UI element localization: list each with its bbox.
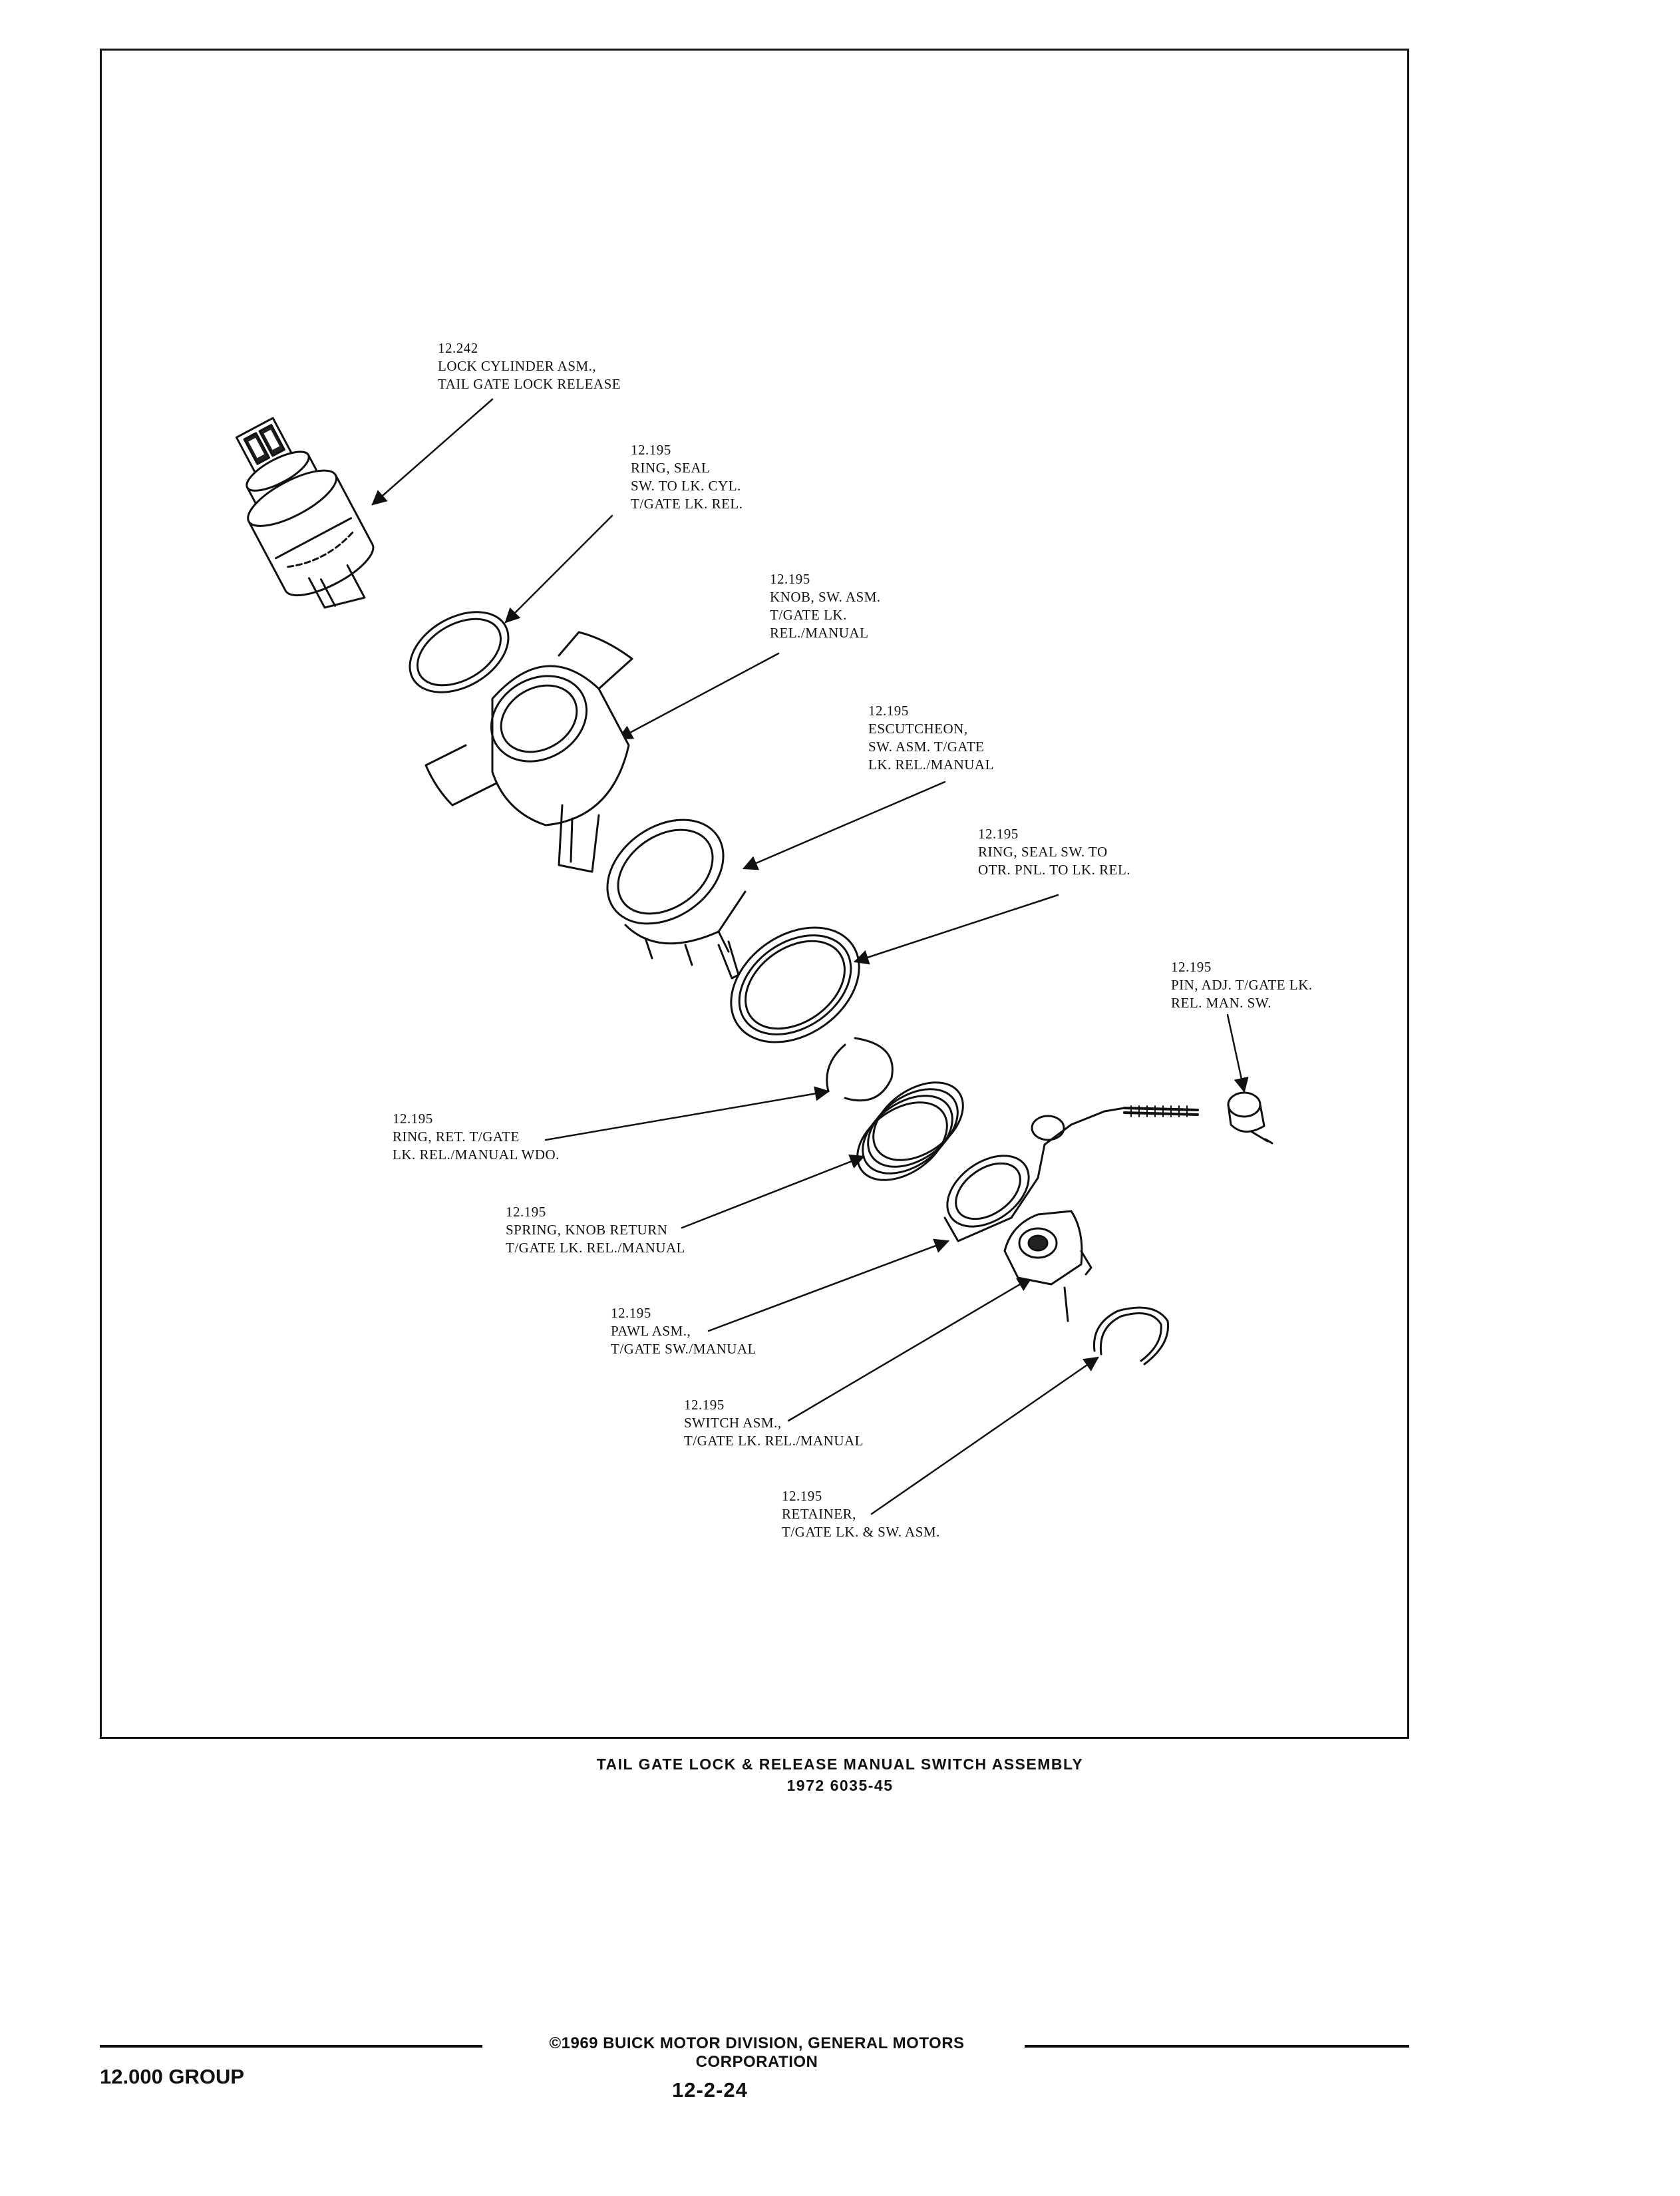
callout-line: LK. REL./MANUAL WDO. [393, 1147, 560, 1163]
callout-seal-ring-cylinder: 12.195 RING, SEAL SW. TO LK. CYL. T/GATE… [631, 441, 743, 513]
callout-line: SW. TO LK. CYL. [631, 478, 741, 494]
callout-number: 12.242 [438, 340, 478, 356]
callout-line: ESCUTCHEON, [868, 721, 968, 737]
callout-line: RING, RET. T/GATE [393, 1129, 520, 1145]
callout-number: 12.195 [631, 442, 671, 458]
callout-lock-cylinder: 12.242 LOCK CYLINDER ASM., TAIL GATE LOC… [438, 339, 621, 393]
leader-lock-cylinder [371, 398, 494, 506]
callout-pawl: 12.195 PAWL ASM., T/GATE SW./MANUAL [611, 1304, 756, 1358]
callout-number: 12.195 [506, 1204, 546, 1220]
callout-number: 12.195 [393, 1111, 433, 1127]
callout-line: PIN, ADJ. T/GATE LK. [1171, 977, 1313, 993]
footer-rule-left [100, 2045, 482, 2048]
callout-number: 12.195 [1171, 959, 1212, 975]
callout-adjusting-pin: 12.195 PIN, ADJ. T/GATE LK. REL. MAN. SW… [1171, 958, 1313, 1012]
leader-retainer [870, 1356, 1099, 1515]
callout-number: 12.195 [770, 571, 810, 587]
leader-seal-ring-panel [853, 894, 1059, 965]
footer-rule-right [1025, 2045, 1409, 2048]
callout-escutcheon: 12.195 ESCUTCHEON, SW. ASM. T/GATE LK. R… [868, 702, 994, 774]
leader-knob [617, 652, 780, 740]
callout-line: KNOB, SW. ASM. [770, 589, 881, 605]
callout-line: RETAINER, [782, 1506, 856, 1522]
retaining-ring-part [826, 1037, 894, 1102]
callout-seal-ring-panel: 12.195 RING, SEAL SW. TO OTR. PNL. TO LK… [978, 825, 1130, 879]
lock-cylinder-part [235, 417, 375, 609]
callout-line: T/GATE LK. REL. [631, 496, 743, 512]
pawl-part [943, 1105, 1199, 1242]
knob-return-spring-part [856, 1081, 964, 1181]
switch-part [1003, 1210, 1092, 1322]
seal-ring-cylinder-part [409, 611, 510, 693]
callout-line: REL. MAN. SW. [1171, 995, 1271, 1011]
callout-knob: 12.195 KNOB, SW. ASM. T/GATE LK. REL./MA… [770, 570, 881, 642]
callout-line: T/GATE SW./MANUAL [611, 1341, 756, 1357]
callout-line: T/GATE LK. & SW. ASM. [782, 1524, 940, 1540]
callout-number: 12.195 [782, 1488, 822, 1504]
callout-line: SWITCH ASM., [684, 1415, 782, 1431]
callout-number: 12.195 [684, 1397, 725, 1413]
callout-retainer: 12.195 RETAINER, T/GATE LK. & SW. ASM. [782, 1487, 940, 1541]
callout-line: PAWL ASM., [611, 1323, 691, 1339]
callout-line: SPRING, KNOB RETURN [506, 1222, 668, 1238]
callout-line: T/GATE LK. [770, 607, 847, 623]
callout-line: LK. REL./MANUAL [868, 757, 994, 773]
adjusting-pin-part [1227, 1091, 1273, 1145]
seal-ring-panel-part [730, 926, 860, 1043]
knob-part [424, 631, 633, 873]
callout-number: 12.195 [978, 826, 1019, 842]
group-label: 12.000 GROUP [100, 2065, 245, 2088]
page-number: 12-2-24 [672, 2078, 748, 2102]
callout-line: OTR. PNL. TO LK. REL. [978, 862, 1131, 878]
callout-line: TAIL GATE LOCK RELEASE [438, 376, 621, 392]
callout-line: T/GATE LK. REL./MANUAL [684, 1433, 864, 1449]
leader-switch [787, 1276, 1033, 1422]
leader-lines [371, 398, 1249, 1515]
leader-knob-return-spring [681, 1154, 866, 1229]
callout-number: 12.195 [611, 1305, 651, 1321]
callout-number: 12.195 [868, 703, 909, 719]
escutcheon-part [606, 819, 747, 980]
leader-seal-ring-cylinder [504, 514, 613, 624]
callout-line: RING, SEAL SW. TO [978, 844, 1108, 860]
callout-line: LOCK CYLINDER ASM., [438, 358, 597, 374]
diagram-frame [100, 49, 1409, 1739]
leader-escutcheon [742, 781, 946, 870]
leader-retaining-ring [544, 1086, 830, 1141]
callout-line: SW. ASM. T/GATE [868, 739, 985, 755]
figure-subtitle: 1972 6035-45 [786, 1777, 894, 1794]
retainer-part [1092, 1306, 1170, 1366]
leader-pawl [707, 1238, 950, 1332]
callout-knob-return-spring: 12.195 SPRING, KNOB RETURN T/GATE LK. RE… [506, 1203, 685, 1257]
callout-retaining-ring: 12.195 RING, RET. T/GATE LK. REL./MANUAL… [393, 1110, 560, 1164]
callout-line: REL./MANUAL [770, 625, 869, 641]
callout-switch: 12.195 SWITCH ASM., T/GATE LK. REL./MANU… [684, 1396, 864, 1450]
copyright-notice: ©1969 BUICK MOTOR DIVISION, GENERAL MOTO… [549, 2034, 965, 2071]
leader-adjusting-pin [1226, 1013, 1249, 1093]
figure-title: TAIL GATE LOCK & RELEASE MANUAL SWITCH A… [596, 1755, 1084, 1773]
callout-line: T/GATE LK. REL./MANUAL [506, 1240, 685, 1256]
callout-line: RING, SEAL [631, 460, 711, 476]
